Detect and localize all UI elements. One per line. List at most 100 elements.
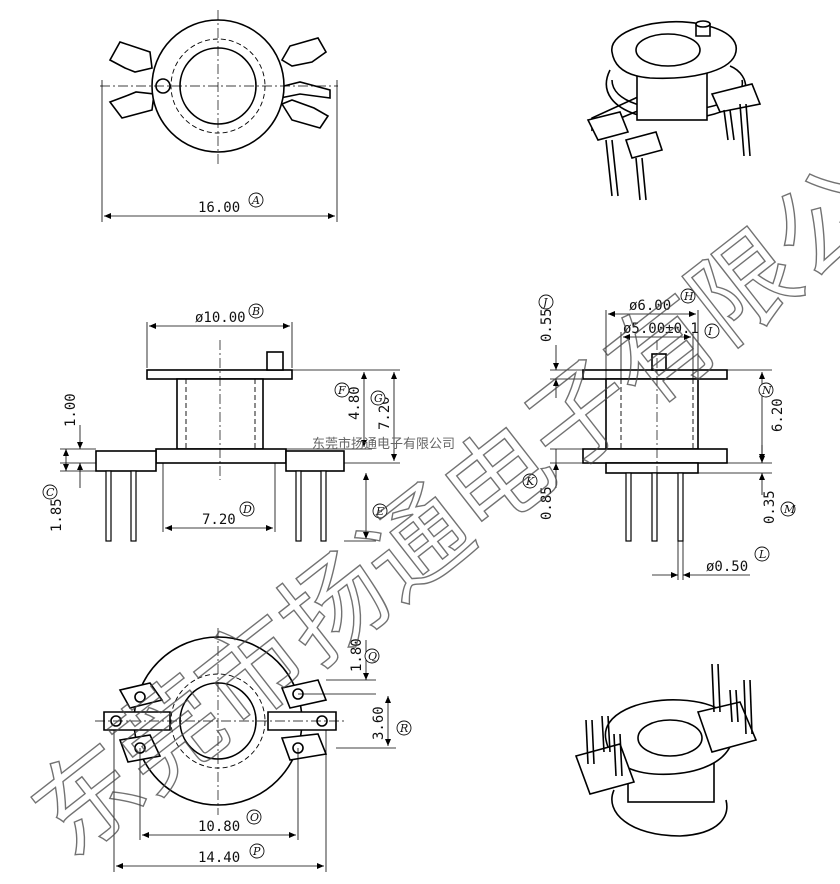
iso-pin-block-left2 bbox=[624, 131, 664, 159]
front-right-pin-block bbox=[285, 450, 345, 472]
dim-r-tag: R bbox=[399, 722, 408, 735]
dim-g-tag: G bbox=[374, 392, 383, 405]
iso-bore bbox=[635, 33, 701, 67]
dim-f-tag-circle bbox=[334, 382, 350, 398]
iso-pin-block-right bbox=[710, 83, 762, 113]
dim-a-tag: A bbox=[251, 194, 260, 207]
dim-e-tag-circle bbox=[372, 503, 388, 519]
dim-l-value: ø0.50 bbox=[706, 559, 748, 575]
dim-n-tag-circle bbox=[758, 382, 774, 398]
iso-b-pin-l3b bbox=[619, 733, 623, 777]
dim-g-tag-circle bbox=[370, 390, 386, 406]
dim-j-tag-circle bbox=[538, 294, 554, 310]
iso-b-pin-r2 bbox=[729, 689, 733, 723]
dim-e-tag: E bbox=[375, 505, 384, 518]
iso-b-pin-l2b bbox=[607, 715, 611, 753]
dim-b-tag-circle bbox=[248, 303, 264, 319]
dim-f-value: 4.80 bbox=[347, 386, 363, 420]
side-view: ø6.00 H ø5.00±0.1 I 0.55 J 0.85 K 6.20 N bbox=[522, 288, 796, 580]
dim-p-tag: P bbox=[252, 845, 261, 858]
left-upper-tab bbox=[108, 41, 153, 73]
iso-b-pin-r2b bbox=[735, 689, 739, 723]
iso-pin-2 bbox=[635, 157, 641, 201]
iso-b-pin-l3 bbox=[613, 733, 617, 777]
dim-i-value: ø5.00±0.1 bbox=[623, 321, 699, 337]
iso-pin-2b bbox=[641, 157, 647, 201]
dim-m-tag: M bbox=[783, 503, 796, 516]
dim-c-tag: C bbox=[46, 486, 55, 499]
top-view: 16.00 A bbox=[100, 10, 338, 222]
dim-l-tag: L bbox=[758, 548, 766, 561]
iso-b-block-left bbox=[574, 743, 636, 795]
iso-pin-4 bbox=[739, 103, 745, 157]
iso-b-pin-l2 bbox=[601, 715, 605, 753]
front-view: ø10.00 B 7.20 D 1.00 1.85 C 4.80 7.20 F … bbox=[42, 303, 400, 542]
iso-peg-top bbox=[695, 20, 711, 28]
iso-b-pin-l1 bbox=[585, 719, 589, 765]
side-pin-2 bbox=[651, 472, 658, 542]
dim-i-tag: I bbox=[707, 325, 713, 338]
dim-c-tag-circle bbox=[42, 484, 58, 500]
front-pin-1 bbox=[105, 470, 112, 542]
dim-n-tag: N bbox=[761, 384, 772, 397]
dim-q-value: 1.80 bbox=[349, 638, 365, 672]
dim-d-tag-circle bbox=[239, 501, 255, 517]
bottom-left-block-1 bbox=[118, 682, 164, 709]
iso-b-block-right bbox=[696, 701, 758, 753]
dim-h-tag: H bbox=[683, 290, 694, 303]
iso-pin-3b bbox=[729, 109, 735, 141]
dim-o-tag-circle bbox=[246, 809, 262, 825]
iso-pin-block-left bbox=[586, 111, 630, 141]
dim-j-value: 0.55 bbox=[539, 308, 555, 342]
iso-b-pin-r3b bbox=[749, 679, 753, 735]
bottom-view: 10.80 O 14.40 P 1.80 Q 3.60 R bbox=[95, 628, 412, 872]
right-upper-tab bbox=[280, 37, 328, 67]
front-base-flange bbox=[155, 448, 287, 464]
bottom-pin-l1 bbox=[134, 691, 146, 703]
dim-h-value: ø6.00 bbox=[629, 298, 671, 314]
front-peg bbox=[266, 351, 284, 371]
dim-n-value: 6.20 bbox=[770, 398, 786, 432]
front-pin-3 bbox=[295, 470, 302, 542]
iso-pin-4b bbox=[745, 103, 751, 157]
iso-b-bore bbox=[637, 719, 703, 757]
front-left-pin-block bbox=[95, 450, 157, 472]
dim-i-tag-circle bbox=[704, 323, 720, 339]
dim-k-value: 0.85 bbox=[539, 486, 555, 520]
right-lower-tab bbox=[280, 99, 330, 129]
dim-k-tag: K bbox=[525, 475, 535, 488]
dim-j-tag: J bbox=[541, 296, 548, 309]
dim-d-tag: D bbox=[242, 503, 252, 516]
dim-flange-value: 1.00 bbox=[63, 393, 79, 427]
dim-a-tag-circle bbox=[248, 192, 264, 208]
side-pin-1 bbox=[625, 472, 632, 542]
iso-b-pin-l1b bbox=[591, 719, 595, 765]
iso-b-pin-r3 bbox=[743, 679, 747, 735]
iso-b-pin-r1 bbox=[711, 663, 715, 713]
dim-q-tag: Q bbox=[368, 650, 377, 663]
front-pin-2 bbox=[130, 470, 137, 542]
dim-h-tag-circle bbox=[680, 288, 696, 304]
dim-r-tag-circle bbox=[396, 720, 412, 736]
dim-b-tag: B bbox=[251, 305, 260, 318]
dim-m-tag-circle bbox=[780, 501, 796, 517]
dim-o-value: 10.80 bbox=[198, 819, 240, 835]
dim-f-tag: F bbox=[337, 384, 346, 397]
dim-p-value: 14.40 bbox=[198, 850, 240, 866]
dim-l-tag-circle bbox=[754, 546, 770, 562]
iso-b-pin-r1b bbox=[717, 663, 721, 713]
dim-b-value: ø10.00 bbox=[195, 310, 246, 326]
dim-r-value: 3.60 bbox=[371, 706, 387, 740]
iso-view-bottom bbox=[574, 663, 758, 837]
dim-o-tag: O bbox=[250, 811, 259, 824]
dim-p-tag-circle bbox=[249, 843, 265, 859]
watermark-small: 东莞市扬通电子有限公司 bbox=[312, 436, 455, 452]
dim-k-tag-circle bbox=[522, 473, 538, 489]
dim-q-tag-circle bbox=[364, 648, 380, 664]
iso-pin-1b bbox=[611, 139, 619, 197]
side-peg bbox=[651, 353, 667, 371]
front-top-flange bbox=[146, 369, 293, 380]
side-pin-3 bbox=[677, 472, 684, 542]
bottom-right-block-3 bbox=[280, 733, 328, 761]
